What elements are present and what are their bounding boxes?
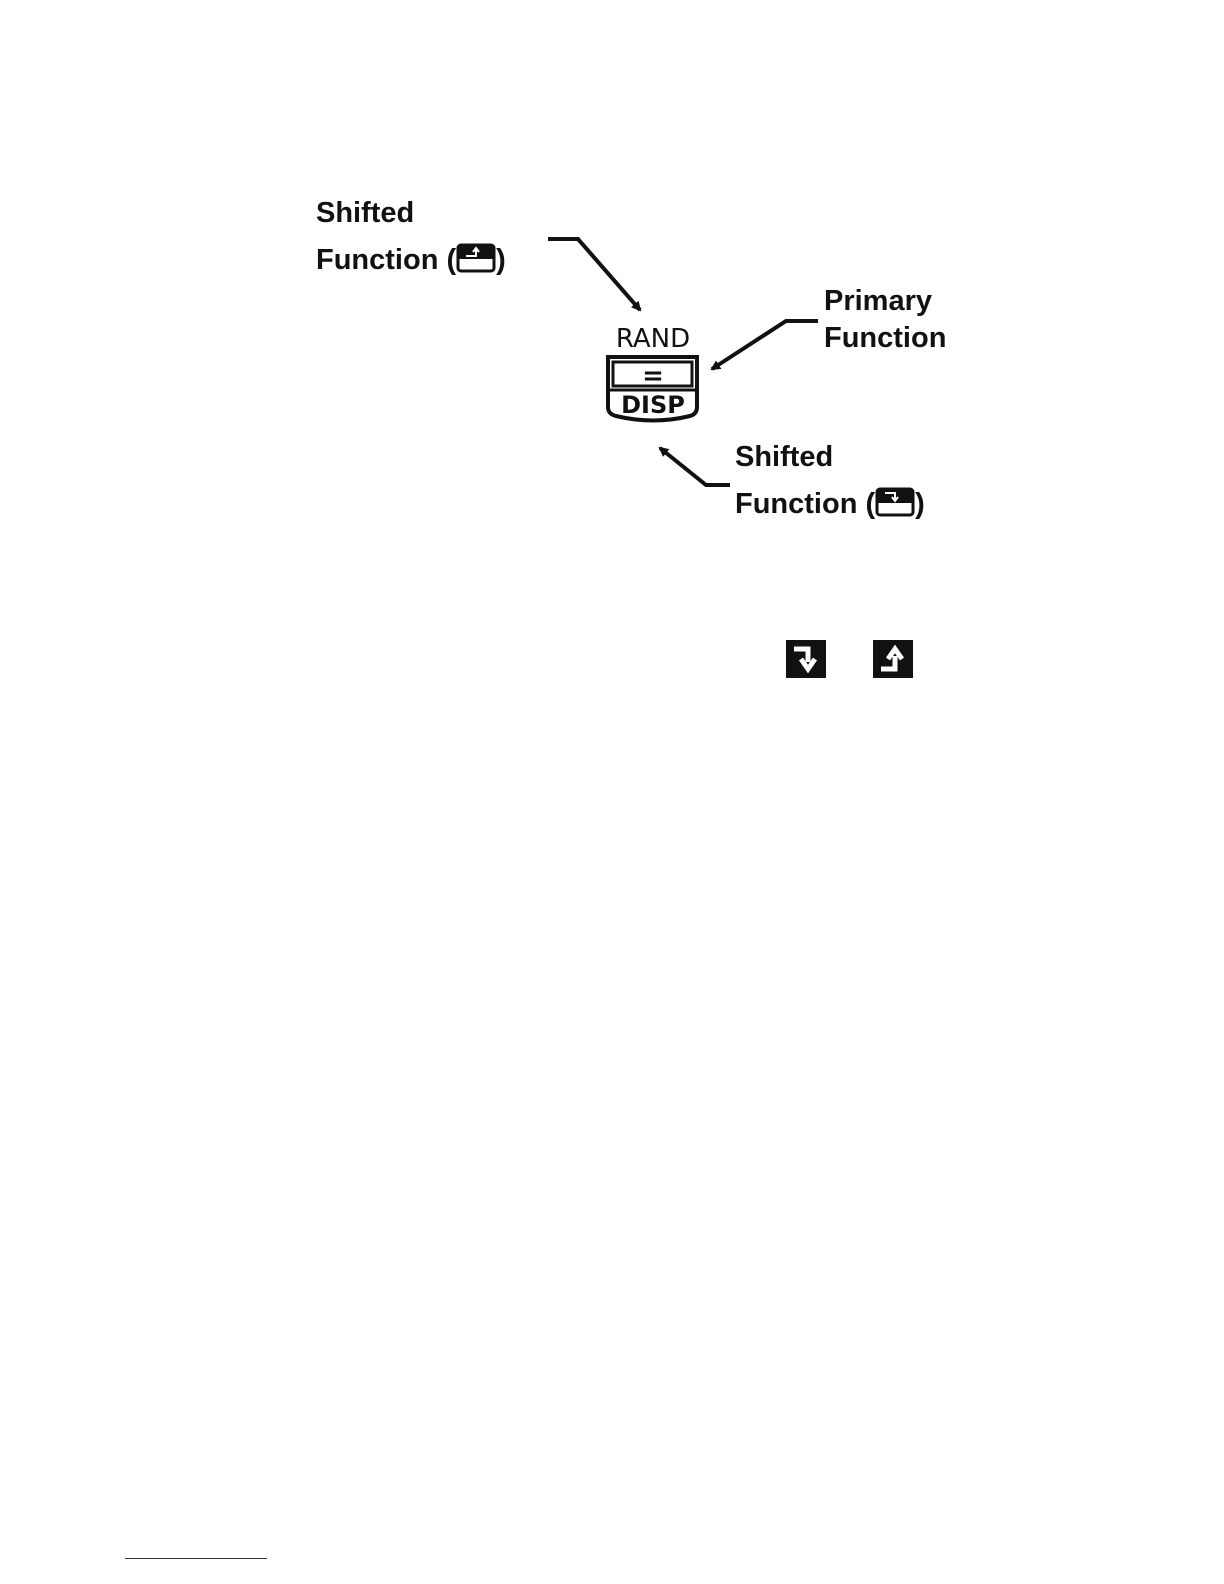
arrow-right-shift bbox=[660, 448, 730, 485]
label-line: Function () bbox=[316, 237, 506, 288]
label-line: Primary bbox=[824, 283, 946, 320]
arrow-primary bbox=[712, 321, 818, 369]
key-lower-label: DISP bbox=[621, 391, 685, 419]
key-primary-symbol: = bbox=[642, 361, 664, 391]
right-shift-key-icon bbox=[875, 485, 915, 532]
label-primary-function: Primary Function bbox=[824, 283, 946, 357]
label-line: Shifted bbox=[316, 190, 506, 237]
label-line: Shifted bbox=[735, 434, 925, 481]
right-shift-arrow-icon bbox=[786, 640, 826, 678]
label-line: Function bbox=[824, 320, 946, 357]
left-shift-arrow-icon bbox=[873, 640, 913, 678]
label-left-shifted-function: Shifted Function () bbox=[316, 190, 506, 288]
left-shift-key-icon bbox=[456, 241, 496, 288]
label-line: Function () bbox=[735, 481, 925, 532]
label-right-shifted-function: Shifted Function () bbox=[735, 434, 925, 532]
key-upper-label: RAND bbox=[616, 324, 690, 354]
arrow-left-shift bbox=[548, 239, 640, 310]
footnote-rule bbox=[125, 1558, 267, 1559]
